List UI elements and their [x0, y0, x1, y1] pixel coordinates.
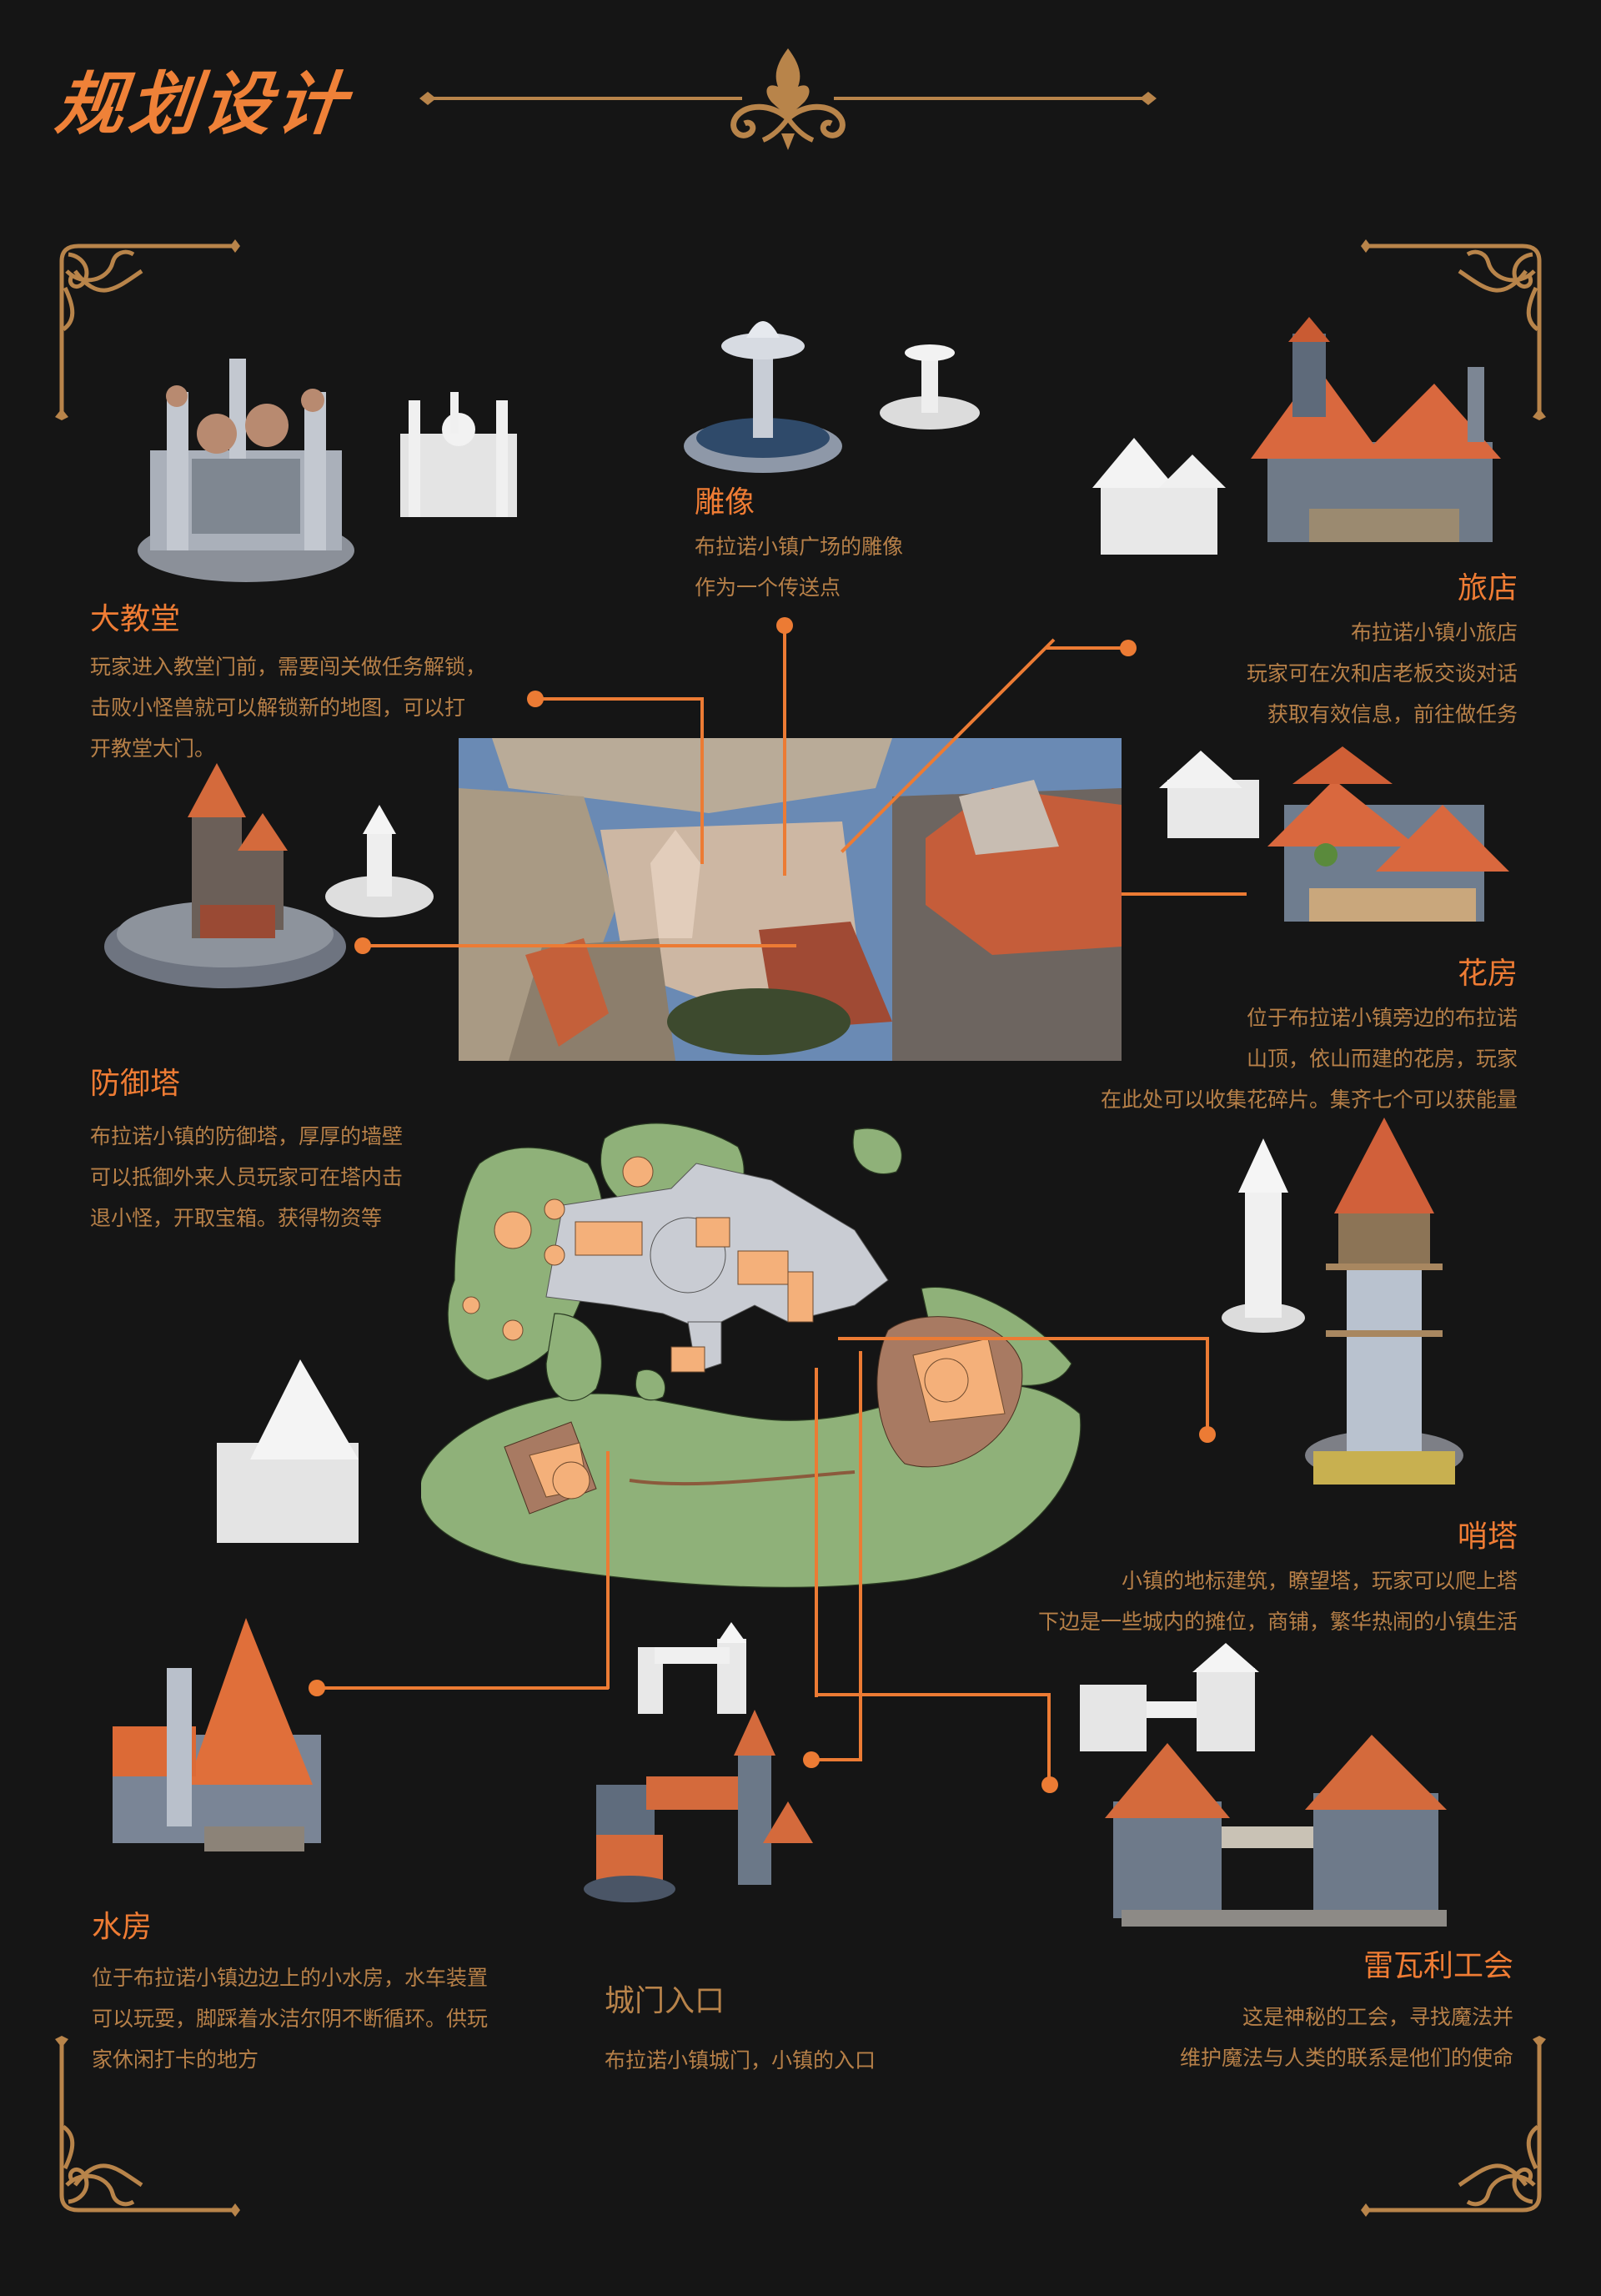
statue-title: 雕像	[695, 485, 755, 520]
flower-house-desc-line: 在此处可以收集花碎片。集齐七个可以获能量	[1100, 1088, 1518, 1112]
cathedral-model-wireframe	[392, 384, 525, 525]
inn-connector-line	[1046, 646, 1122, 650]
defense-tower-desc-line: 布拉诺小镇的防御塔，厚厚的墙壁	[90, 1124, 404, 1148]
city-gate-connector-line	[811, 1758, 862, 1761]
section-flower-house: 花房 位于布拉诺小镇旁边的布拉诺 山顶，依山而建的花房，玩家 在此处可以收集花碎…	[1101, 959, 1518, 1120]
guild-connector-line-vertical	[815, 1368, 818, 1697]
flourish-icon	[419, 48, 1157, 150]
watch-tower-connector-line-vertical	[1206, 1337, 1209, 1433]
cathedral-desc-line: 玩家进入教堂门前，需要闯关做任务解锁，	[90, 655, 487, 679]
inn-title: 旅店	[1457, 571, 1518, 605]
defense-tower-desc-line: 可以抵御外来人员玩家可在塔内击	[90, 1165, 404, 1189]
water-house-desc-line: 位于布拉诺小镇边边上的小水房，水车装置	[92, 1966, 489, 1990]
flower-house-connector-line	[1122, 892, 1247, 896]
cathedral-model-render	[133, 342, 359, 584]
defense-tower-model-wireframe	[321, 805, 438, 922]
corner-ornament-top-right	[1359, 238, 1551, 421]
watch-tower-desc-line: 下边是一些城内的摊位，商铺，繁华热闹的小镇生活	[1037, 1610, 1518, 1634]
statue-desc-line: 作为一个传送点	[695, 575, 841, 600]
statue-fountain-model-wireframe	[876, 329, 984, 438]
cathedral-title: 大教堂	[90, 602, 181, 636]
guild-desc-line: 这是神秘的工会，寻找魔法并	[1242, 2005, 1513, 2029]
page-title: 规划设计	[52, 64, 354, 144]
cathedral-connector-line-vertical	[700, 697, 704, 864]
town-layout-map	[421, 1113, 1088, 1597]
statue-fountain-model-render	[680, 304, 846, 480]
corner-flourish-icon	[1361, 2036, 1546, 2217]
cathedral-desc-line: 击败小怪兽就可以解锁新的地图，可以打	[90, 696, 466, 720]
cathedral-desc-line: 开教堂大门。	[90, 736, 216, 761]
water-house-connector-line-vertical	[606, 1451, 610, 1689]
defense-tower-title: 防御塔	[90, 1067, 181, 1101]
water-house-model-wireframe	[200, 1359, 375, 1551]
section-defense-tower: 防御塔 布拉诺小镇的防御塔，厚厚的墙壁 可以抵御外来人员玩家可在塔内击 退小怪，…	[90, 1069, 403, 1238]
watch-tower-connector-line	[838, 1337, 1209, 1340]
section-inn: 旅店 布拉诺小镇小旅店 玩家可在次和店老板交谈对话 获取有效信息，前往做任务	[1247, 574, 1518, 735]
guild-connector-dot	[1041, 1776, 1058, 1793]
section-water-house: 水房 位于布拉诺小镇边边上的小水房，水车装置 可以玩耍，脚踩着水洁尔阴不断循环。…	[92, 1912, 488, 2080]
city-gate-connector-line-vertical	[859, 1351, 862, 1760]
flower-house-model-wireframe	[1155, 746, 1272, 847]
water-house-connector-line	[317, 1686, 609, 1690]
defense-tower-connector-line	[363, 944, 796, 947]
statue-desc-line: 布拉诺小镇广场的雕像	[695, 535, 904, 559]
corner-ornament-top-left	[50, 238, 242, 421]
defense-tower-model-render	[100, 763, 350, 992]
inn-desc-line: 获取有效信息，前往做任务	[1267, 702, 1518, 726]
water-house-connector-dot	[309, 1680, 325, 1696]
watch-tower-title: 哨塔	[1457, 1520, 1518, 1554]
inn-model-render	[1242, 317, 1509, 567]
section-statue: 雕像 布拉诺小镇广场的雕像 作为一个传送点	[695, 488, 903, 608]
section-city-gate: 城门入口 布拉诺小镇城门，小镇的入口	[605, 1987, 876, 2081]
watch-tower-desc-line: 小镇的地标建筑，瞭望塔，玩家可以爬上塔	[1121, 1569, 1518, 1593]
corner-ornament-bottom-left	[50, 2035, 242, 2218]
inn-connector-dot	[1120, 640, 1137, 656]
statue-connector-line	[783, 625, 786, 876]
corner-ornament-bottom-right	[1359, 2035, 1551, 2218]
city-gate-model-render	[571, 1710, 830, 1910]
inn-model-wireframe	[1084, 430, 1234, 563]
section-guild: 雷瓦利工会 这是神秘的工会，寻找魔法并 维护魔法与人类的联系是他们的使命	[1180, 1952, 1513, 2078]
flower-house-model-render	[1251, 746, 1518, 938]
corner-flourish-icon	[55, 2036, 240, 2217]
flower-house-desc-line: 位于布拉诺小镇旁边的布拉诺	[1246, 1006, 1518, 1030]
watch-tower-model-render	[1301, 1118, 1468, 1493]
corner-flourish-icon	[1361, 239, 1546, 420]
inn-desc-line: 玩家可在次和店老板交谈对话	[1246, 661, 1518, 686]
guild-connector-line	[815, 1693, 1050, 1696]
water-house-title: 水房	[92, 1910, 153, 1944]
corner-flourish-icon	[55, 239, 240, 420]
header-divider-ornament	[413, 43, 1163, 152]
city-gate-desc-line: 布拉诺小镇城门，小镇的入口	[605, 2048, 876, 2072]
section-cathedral: 大教堂 玩家进入教堂门前，需要闯关做任务解锁， 击败小怪兽就可以解锁新的地图，可…	[90, 605, 486, 769]
flower-house-desc-line: 山顶，依山而建的花房，玩家	[1246, 1047, 1518, 1071]
water-house-model-render	[96, 1601, 338, 1868]
water-house-desc-line: 家休闲打卡的地方	[92, 2047, 259, 2072]
city-gate-model-wireframe	[630, 1622, 755, 1722]
guild-model-wireframe	[1072, 1643, 1263, 1760]
city-gate-title: 城门入口	[605, 1984, 725, 2018]
guild-model-render	[1088, 1726, 1463, 1935]
watch-tower-model-wireframe	[1217, 1138, 1309, 1339]
guild-connector-line-down	[1047, 1693, 1051, 1785]
cathedral-connector-line	[535, 697, 702, 701]
flower-house-title: 花房	[1457, 957, 1518, 991]
section-watch-tower: 哨塔 小镇的地标建筑，瞭望塔，玩家可以爬上塔 下边是一些城内的摊位，商铺，繁华热…	[1038, 1522, 1518, 1642]
watch-tower-connector-dot	[1199, 1426, 1216, 1443]
aerial-scene-render	[459, 738, 1122, 1061]
guild-desc-line: 维护魔法与人类的联系是他们的使命	[1179, 2046, 1513, 2070]
water-house-desc-line: 可以玩耍，脚踩着水洁尔阴不断循环。供玩	[92, 2007, 489, 2031]
guild-title: 雷瓦利工会	[1363, 1949, 1513, 1983]
defense-tower-desc-line: 退小怪，开取宝箱。获得物资等	[90, 1206, 383, 1230]
city-gate-connector-dot	[803, 1751, 820, 1768]
inn-desc-line: 布拉诺小镇小旅店	[1350, 620, 1518, 645]
